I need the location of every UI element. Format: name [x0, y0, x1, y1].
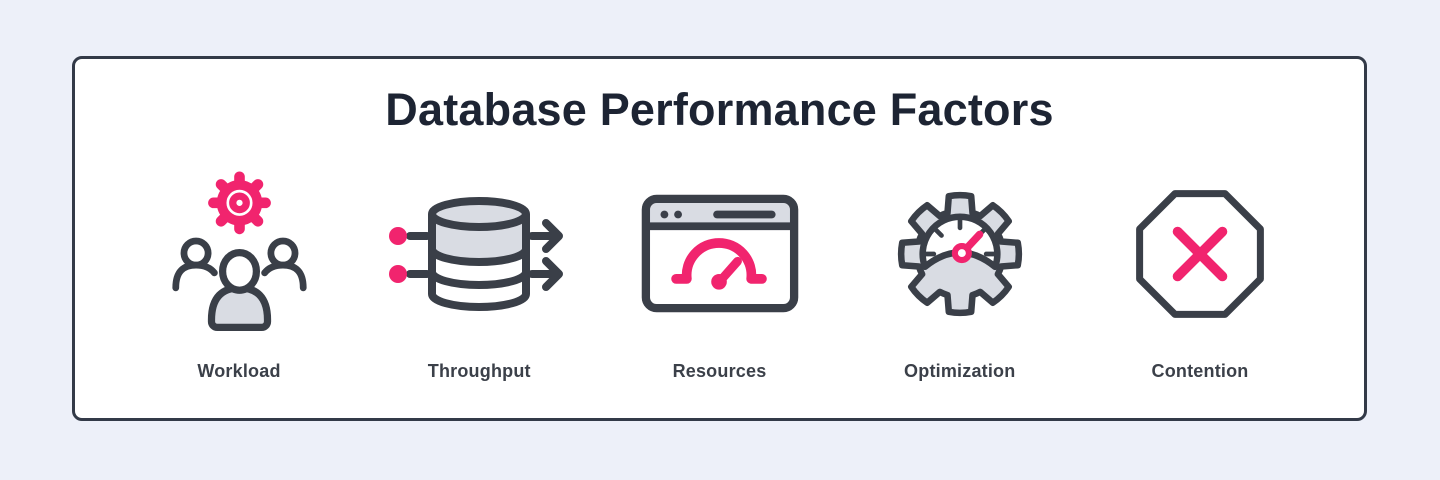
page-title: Database Performance Factors [385, 84, 1054, 135]
gear-icon [207, 170, 271, 234]
optimization-icon-box [890, 159, 1030, 349]
factor-label-optimization: Optimization [904, 361, 1016, 381]
factor-label-throughput: Throughput [427, 361, 531, 381]
factor-optimization: Optimization [864, 159, 1056, 382]
factor-resources: Resources [624, 159, 816, 382]
gear-gauge-icon [897, 191, 1022, 317]
factor-contention: Contention [1104, 159, 1296, 382]
database-icon [428, 197, 531, 311]
factor-label-workload: Workload [197, 361, 281, 381]
factor-label-resources: Resources [672, 361, 767, 381]
octagon-x-icon [1136, 190, 1264, 318]
x-mark-icon [1172, 226, 1228, 282]
gauge-face-icon [919, 213, 1001, 271]
throughput-icon-box [389, 159, 569, 349]
gear-users-icon [171, 170, 307, 331]
factor-workload: Workload [143, 159, 335, 382]
factors-row: Workload [75, 159, 1364, 382]
contention-icon-box [1130, 159, 1270, 349]
resources-icon-box [641, 159, 799, 349]
factor-label-contention: Contention [1151, 361, 1249, 381]
input-dots-icon [389, 227, 432, 283]
database-throughput-icon [389, 197, 564, 311]
gauge-needle-icon [963, 230, 984, 252]
factor-throughput: Throughput [383, 159, 575, 382]
needle-pivot-icon [951, 243, 972, 264]
speedometer-icon [670, 237, 767, 290]
browser-gauge-icon [641, 194, 798, 312]
infographic-card: Database Performance Factors [72, 56, 1367, 421]
users-icon [171, 237, 307, 331]
workload-icon-box [167, 159, 312, 349]
output-arrows-icon [528, 219, 564, 291]
browser-window-icon [641, 194, 798, 312]
